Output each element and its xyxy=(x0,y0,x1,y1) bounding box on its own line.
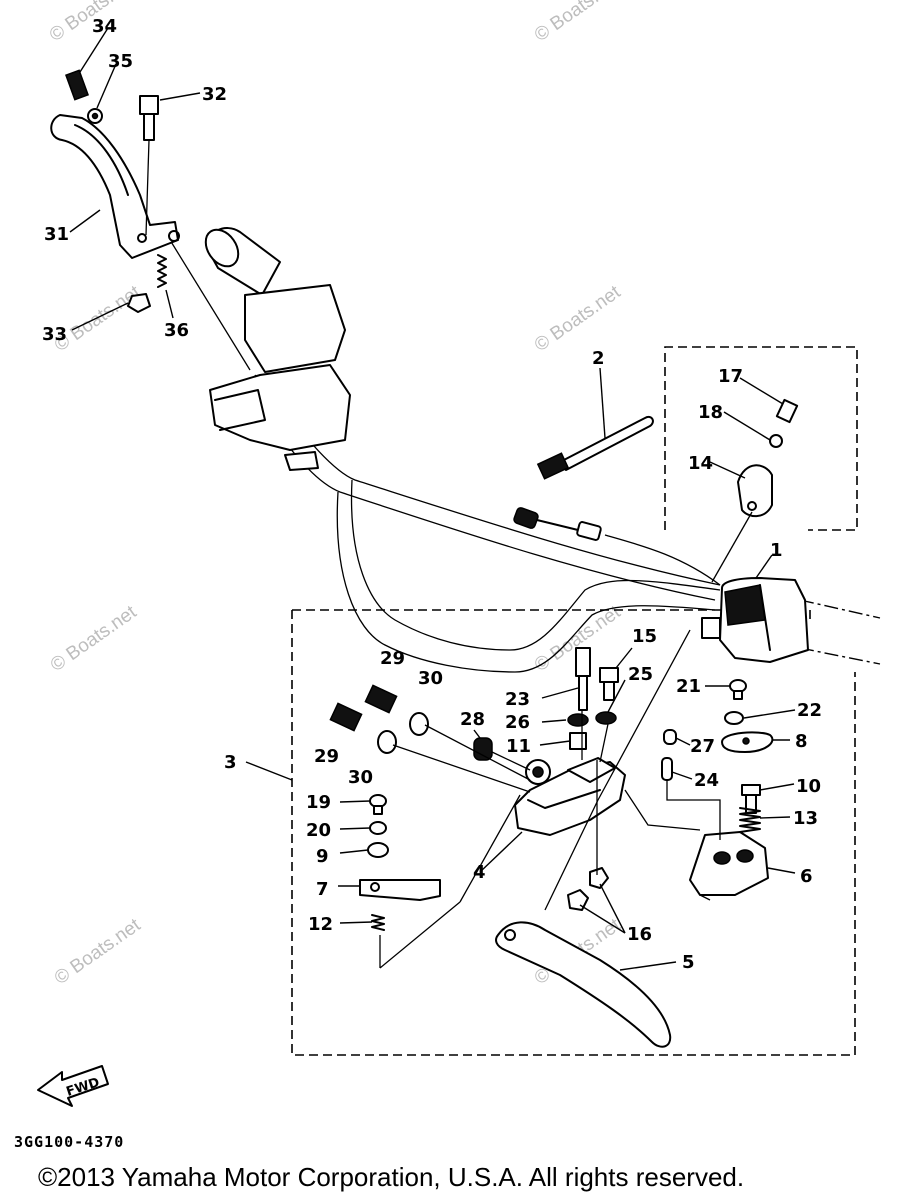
nut-33 xyxy=(127,293,151,313)
callout-24: 24 xyxy=(694,770,719,791)
washer-35-hole xyxy=(91,112,99,120)
callouts: 34 35 32 31 33 36 2 17 18 14 1 29 30 15 … xyxy=(42,16,822,973)
bushing-11 xyxy=(569,732,587,750)
callout-2: 2 xyxy=(592,348,605,369)
callout-4: 4 xyxy=(473,862,486,883)
callout-29b: 29 xyxy=(314,746,339,767)
wire-connector xyxy=(513,507,721,586)
callout-19: 19 xyxy=(306,792,331,813)
callout-12: 12 xyxy=(308,914,333,935)
bolt-23 xyxy=(575,647,591,711)
washer-26 xyxy=(567,713,589,727)
washer-18 xyxy=(769,434,783,448)
callout-31: 31 xyxy=(44,224,69,245)
spring-12 xyxy=(371,914,385,931)
callout-16: 16 xyxy=(627,924,652,945)
callout-21: 21 xyxy=(676,676,701,697)
assembly-boxes xyxy=(291,346,858,1056)
housing-6 xyxy=(689,831,769,901)
callout-7: 7 xyxy=(316,879,329,900)
box-lever-assembly xyxy=(292,609,811,620)
copyright-notice: ©2013 Yamaha Motor Corporation, U.S.A. A… xyxy=(38,1162,745,1192)
left-grip xyxy=(204,227,351,471)
callout-1: 1 xyxy=(770,540,783,561)
nut-16b xyxy=(589,867,609,889)
spring-36 xyxy=(157,254,167,288)
callout-22: 22 xyxy=(797,700,822,721)
callout-36: 36 xyxy=(164,320,189,341)
callout-25: 25 xyxy=(628,664,653,685)
cable-tie-2 xyxy=(536,416,654,480)
box-switch-assembly xyxy=(664,346,858,531)
clamp-14 xyxy=(711,464,773,583)
screw-34 xyxy=(65,69,89,101)
screw-17 xyxy=(775,398,799,424)
washer-22 xyxy=(724,711,744,725)
callout-32: 32 xyxy=(202,84,227,105)
washer-20 xyxy=(369,821,387,835)
callout-17: 17 xyxy=(718,366,743,387)
callout-3: 3 xyxy=(224,752,237,773)
screw-19 xyxy=(369,794,387,815)
callout-14: 14 xyxy=(688,453,713,474)
adjuster-29a xyxy=(364,684,398,714)
callout-5: 5 xyxy=(682,952,695,973)
explode-lines xyxy=(379,629,721,969)
callout-15: 15 xyxy=(632,626,657,647)
handlebar-switch-1 xyxy=(701,577,809,663)
watermarks: © Boats.net © Boats.net © Boats.net © Bo… xyxy=(46,0,625,989)
washer-9 xyxy=(367,842,389,858)
leader-lines xyxy=(69,27,796,971)
bushing-28 xyxy=(473,737,493,761)
callout-27: 27 xyxy=(690,736,715,757)
callout-29a: 29 xyxy=(380,648,405,669)
callout-10: 10 xyxy=(796,776,821,797)
washer-25 xyxy=(595,711,617,725)
nut-16a xyxy=(567,889,589,911)
pin-27 xyxy=(663,729,677,745)
callout-33: 33 xyxy=(42,324,67,345)
bolt-32 xyxy=(139,95,159,236)
watermark: © Boats.net xyxy=(531,281,625,356)
callout-20: 20 xyxy=(306,820,331,841)
nut-30b xyxy=(377,730,397,754)
callout-30b: 30 xyxy=(348,767,373,788)
callout-6: 6 xyxy=(800,866,813,887)
plate-8 xyxy=(721,731,774,753)
screw-15 xyxy=(599,667,619,701)
screw-21 xyxy=(729,679,747,700)
callout-18: 18 xyxy=(698,402,723,423)
callout-11: 11 xyxy=(506,736,531,757)
callout-34: 34 xyxy=(92,16,117,37)
callout-28: 28 xyxy=(460,709,485,730)
lever-5 xyxy=(495,921,672,1048)
spring-13 xyxy=(739,807,761,833)
pin-24 xyxy=(661,757,673,781)
callout-26: 26 xyxy=(505,712,530,733)
nut-30a xyxy=(409,712,429,736)
brake-lever-31 xyxy=(50,114,180,259)
drawing-code: 3GG100-4370 xyxy=(14,1133,125,1151)
watermark: © Boats.net xyxy=(531,0,625,46)
callout-30a: 30 xyxy=(418,668,443,689)
watermark: © Boats.net xyxy=(47,601,141,676)
adjuster-29b xyxy=(329,702,363,732)
cable xyxy=(169,239,251,371)
bracket-4 xyxy=(514,757,626,836)
callout-9: 9 xyxy=(316,846,329,867)
watermark: © Boats.net xyxy=(51,914,145,989)
callout-23: 23 xyxy=(505,689,530,710)
plate-7 xyxy=(359,879,441,901)
callout-35: 35 xyxy=(108,51,133,72)
callout-8: 8 xyxy=(795,731,808,752)
callout-13: 13 xyxy=(793,808,818,829)
fwd-arrow-icon: FWD xyxy=(37,1065,109,1107)
